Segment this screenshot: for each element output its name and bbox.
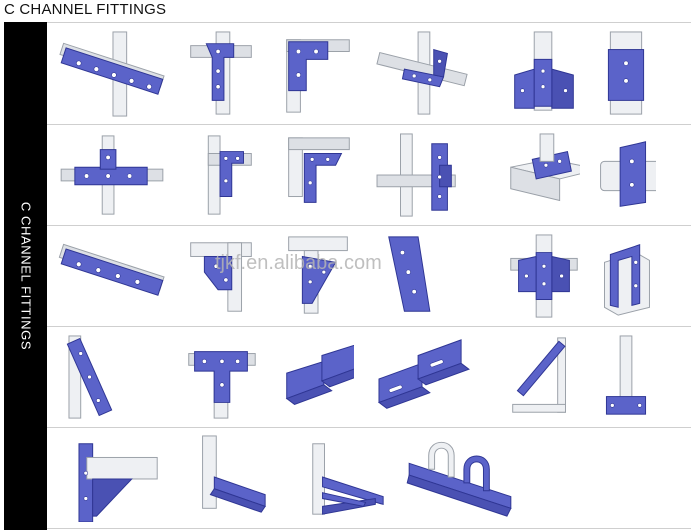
diagonal-splice-plate-icon [58, 334, 166, 422]
pipe-clamp-support-icon [404, 434, 516, 522]
sidebar-label: C CHANNEL FITTINGS [18, 201, 33, 351]
row-divider [47, 124, 691, 125]
wrap-around-bracket-icon [596, 233, 656, 321]
three-way-corner-icon [508, 233, 580, 321]
row-divider [47, 225, 691, 226]
row-divider [47, 326, 691, 327]
u-bracket-icon [508, 132, 580, 220]
row-divider [47, 22, 691, 23]
tee-connection-icon [374, 30, 470, 118]
angle-bracket-pair-icon [282, 334, 354, 422]
l-shaped-flat-plate-icon [282, 30, 354, 118]
watermark: tjkf.en.alibaba.com [215, 252, 382, 274]
row-divider [47, 427, 691, 428]
cantilever-bracket-icon [72, 434, 172, 522]
braced-arm-bracket-icon [306, 434, 386, 522]
diagonal-brace-icon [508, 334, 580, 422]
channel-end-clamp-icon [596, 132, 656, 220]
trapezoid-plate-icon [374, 233, 470, 321]
inside-corner-bracket-icon [186, 132, 256, 220]
corner-plate-icon [186, 233, 256, 321]
slotted-angle-pair-icon [374, 334, 470, 422]
row-divider [47, 528, 691, 529]
flat-splice-plate-icon [58, 30, 166, 118]
page-title: C CHANNEL FITTINGS [4, 1, 167, 18]
post-with-base-icon [596, 334, 656, 422]
cross-plate-icon [374, 132, 470, 220]
corner-angle-bracket-icon [186, 30, 256, 118]
sidebar-band: C CHANNEL FITTINGS [4, 22, 47, 530]
single-arm-bracket-icon [188, 434, 268, 522]
angle-connector-icon [282, 132, 354, 220]
tee-plate-icon [186, 334, 256, 422]
gusset-connector-icon [282, 233, 354, 321]
post-base-fitting-icon [508, 30, 580, 118]
flat-splice-plate-icon [58, 233, 166, 321]
tee-splice-plate-icon [58, 132, 166, 220]
u-channel-clip-icon [596, 30, 656, 118]
